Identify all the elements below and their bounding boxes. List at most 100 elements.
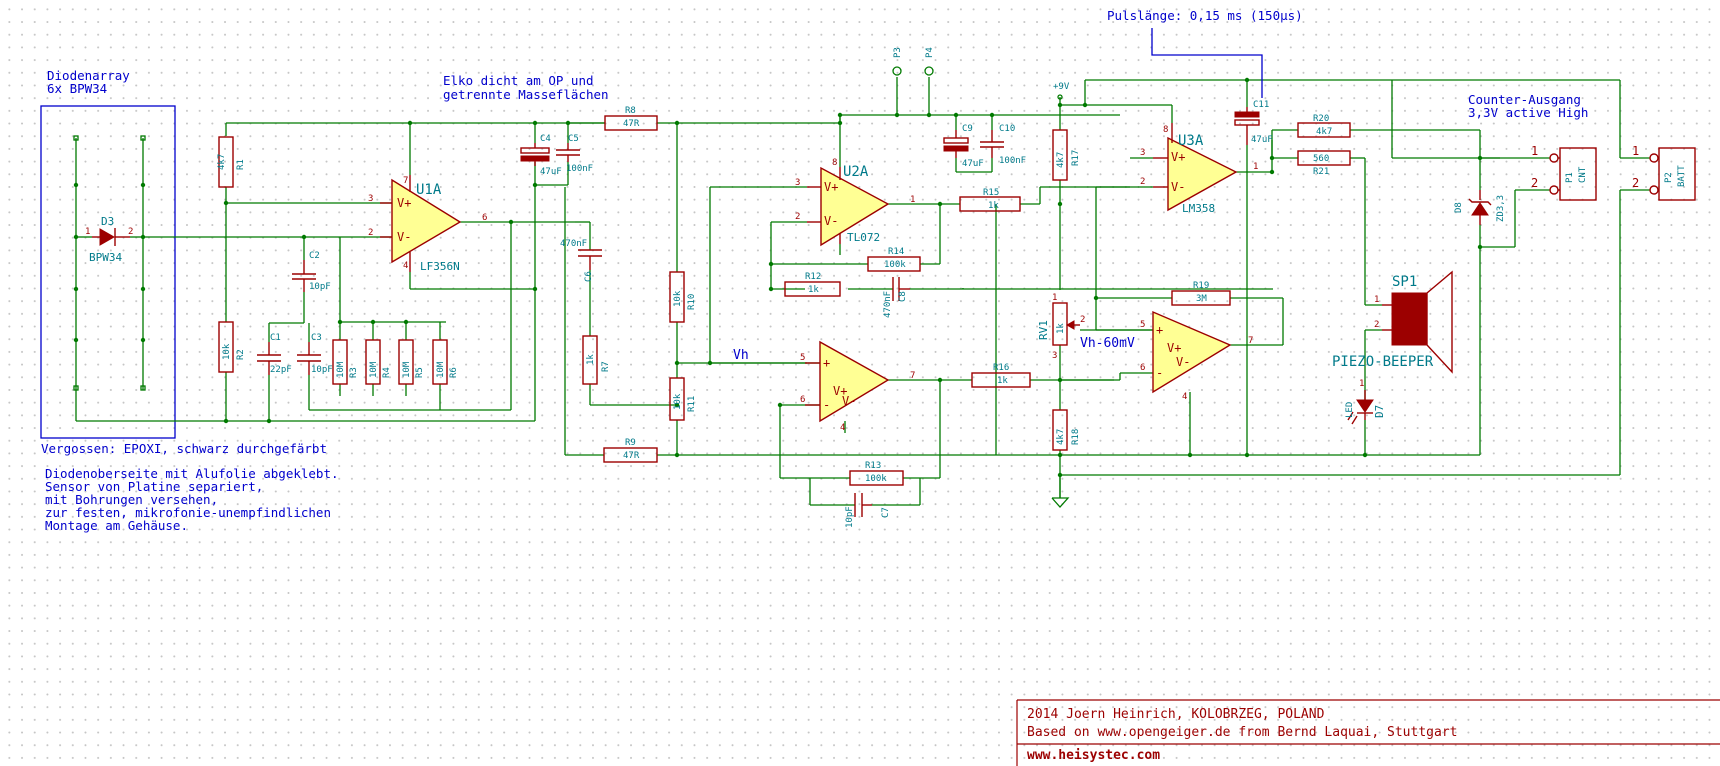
capacitor-c10[interactable]: C10 100nF — [980, 124, 1026, 166]
resistor-r2[interactable]: 10k R2 — [218, 321, 246, 373]
u2a-ref: U2A — [843, 164, 869, 180]
sp1-value: PIEZO-BEEPER — [1332, 354, 1434, 370]
testpoint-p3[interactable] — [892, 66, 902, 76]
u2a-value: TL072 — [847, 231, 880, 244]
note-counter-out-2: 3,3V active High — [1468, 105, 1588, 120]
svg-text:1: 1 — [1632, 144, 1639, 158]
title-block: 2014 Joern Heinrich, KOLOBRZEG, POLAND B… — [1016, 699, 1720, 766]
r3-value: 10M — [336, 361, 346, 378]
r6-value: 10M — [436, 361, 446, 378]
capacitor-c9[interactable]: C9 47uF — [943, 124, 984, 169]
opamp-u3b[interactable]: +- V+V- 56 74 — [1140, 310, 1253, 402]
title-line-3[interactable]: www.heisystec.com — [1027, 748, 1160, 763]
d8-value: ZD3,3 — [1496, 195, 1506, 222]
note-mounting-4: zur festen, mikrofonie-unempfindlichen — [45, 505, 331, 520]
resistor-r20[interactable]: R20 4k7 — [1297, 114, 1351, 138]
resistor-r6[interactable]: 10M R6 — [432, 339, 459, 385]
piezo-beeper-sp1[interactable]: 12 SP1 PIEZO-BEEPER — [1332, 270, 1453, 374]
connector-p1[interactable]: 12 P1 CNT — [1531, 144, 1597, 201]
svg-text:V-: V- — [397, 230, 411, 244]
svg-text:7: 7 — [1248, 336, 1253, 346]
svg-text:3: 3 — [1052, 351, 1057, 361]
potentiometer-rv1[interactable]: 132 1k RV1 — [1037, 293, 1085, 361]
resistor-r1[interactable]: 4k7 R1 — [217, 136, 246, 188]
resistor-r18[interactable]: 4k7 R18 — [1052, 409, 1081, 451]
c1-value: 22pF — [270, 365, 292, 375]
resistor-r16[interactable]: R16 1k — [971, 363, 1031, 388]
capacitor-c6[interactable]: 470nF C6 — [560, 239, 602, 282]
resistor-r15[interactable]: R15 1k — [959, 188, 1021, 212]
svg-text:8: 8 — [1163, 125, 1168, 135]
svg-text:7: 7 — [403, 176, 408, 186]
opamp-lower[interactable]: +- V+V- 56 74 — [800, 340, 915, 433]
resistor-r11[interactable]: 10k R11 — [669, 377, 697, 421]
r21-value: 560 — [1313, 154, 1329, 164]
resistor-r17[interactable]: 4k7 R17 — [1052, 129, 1081, 181]
c7-ref: C7 — [881, 507, 891, 518]
c6-value: 470nF — [560, 239, 587, 249]
capacitor-c1[interactable]: C1 22pF — [257, 333, 292, 375]
resistor-r5[interactable]: 10M R5 — [398, 339, 425, 385]
stage1-wiring — [76, 120, 605, 424]
note-elko-2: getrennte Masseflächen — [443, 87, 609, 102]
note-mounting-3: mit Bohrungen versehen, — [45, 492, 218, 507]
diode-array-wiring — [73, 135, 146, 421]
resistor-r8[interactable]: R8 47R — [604, 106, 658, 131]
opamp-u3a[interactable]: V+V- 32 81 U3A LM358 — [1140, 123, 1258, 215]
svg-text:6: 6 — [482, 213, 487, 223]
c2-value: 10pF — [309, 282, 331, 292]
connector-p2[interactable]: 12 P2 BATT — [1632, 144, 1696, 201]
svg-text:1: 1 — [1253, 162, 1258, 172]
resistor-r14[interactable]: R14 100k — [867, 247, 921, 272]
svg-text:-: - — [823, 398, 830, 412]
r18-value: 4k7 — [1056, 429, 1066, 445]
resistor-r10[interactable]: 10k R10 — [669, 271, 697, 323]
resistor-r13[interactable]: R13 100k — [849, 461, 904, 486]
title-line-1: 2014 Joern Heinrich, KOLOBRZEG, POLAND — [1027, 707, 1325, 722]
capacitor-c3[interactable]: C3 10pF — [297, 333, 333, 375]
r16-ref: R16 — [993, 363, 1009, 373]
r2-value: 10k — [222, 343, 232, 360]
c10-ref: C10 — [999, 124, 1015, 134]
u3a-ref: U3A — [1178, 133, 1204, 149]
capacitor-c4[interactable]: C4 47uF — [520, 134, 562, 177]
resistor-r7[interactable]: 1k R7 — [582, 335, 611, 385]
capacitor-c5[interactable]: C5 100nF — [556, 134, 593, 174]
r5-value: 10M — [402, 361, 412, 378]
resistor-r12[interactable]: R12 1k — [784, 272, 841, 297]
note-diode-array-1: Diodenarray — [47, 68, 130, 83]
c9-value: 47uF — [962, 159, 984, 169]
r3-ref: R3 — [349, 367, 359, 378]
capacitor-c8[interactable]: C8 470nF — [883, 277, 910, 318]
led-d7[interactable]: 1 LED D7 — [1345, 379, 1386, 425]
r6-ref: R6 — [449, 367, 459, 378]
zener-d8[interactable]: D8 ZD3,3 — [1454, 190, 1506, 225]
r12-value: 1k — [808, 285, 819, 295]
resistor-r19[interactable]: R19 3M — [1171, 281, 1231, 306]
rv1-ref: RV1 — [1037, 320, 1050, 340]
resistor-r3[interactable]: 10M R3 — [332, 339, 359, 385]
opamp-u2a[interactable]: V+V- 32 8 1 U2A TL072 — [795, 158, 915, 247]
c2-ref: C2 — [309, 251, 320, 261]
opamp-u1a[interactable]: V+V- 32 74 6 U1A LF356N — [368, 175, 487, 273]
capacitor-c2[interactable]: C2 10pF — [292, 251, 331, 292]
r7-value: 1k — [586, 354, 596, 365]
svg-text:-: - — [1156, 366, 1163, 380]
vcc-flag — [1057, 94, 1063, 100]
svg-text:2: 2 — [1140, 177, 1145, 187]
capacitor-c11[interactable]: C11 47uF — [1234, 100, 1273, 145]
svg-text:3: 3 — [368, 194, 373, 204]
resistor-r21[interactable]: 560 R21 — [1297, 150, 1351, 177]
capacitor-c7[interactable]: C7 10pF — [845, 493, 891, 528]
p1-ref: P1 — [1565, 172, 1575, 183]
c11-ref: C11 — [1253, 100, 1269, 110]
note-mounting-2: Sensor von Platine separiert, — [45, 479, 263, 494]
d8-ref: D8 — [1454, 202, 1464, 213]
d3-value: BPW34 — [89, 251, 122, 264]
resistor-r4[interactable]: 10M R4 — [365, 339, 392, 385]
testpoint-p4[interactable] — [924, 66, 934, 76]
svg-text:7: 7 — [910, 371, 915, 381]
resistor-r9[interactable]: R9 47R — [603, 438, 658, 463]
